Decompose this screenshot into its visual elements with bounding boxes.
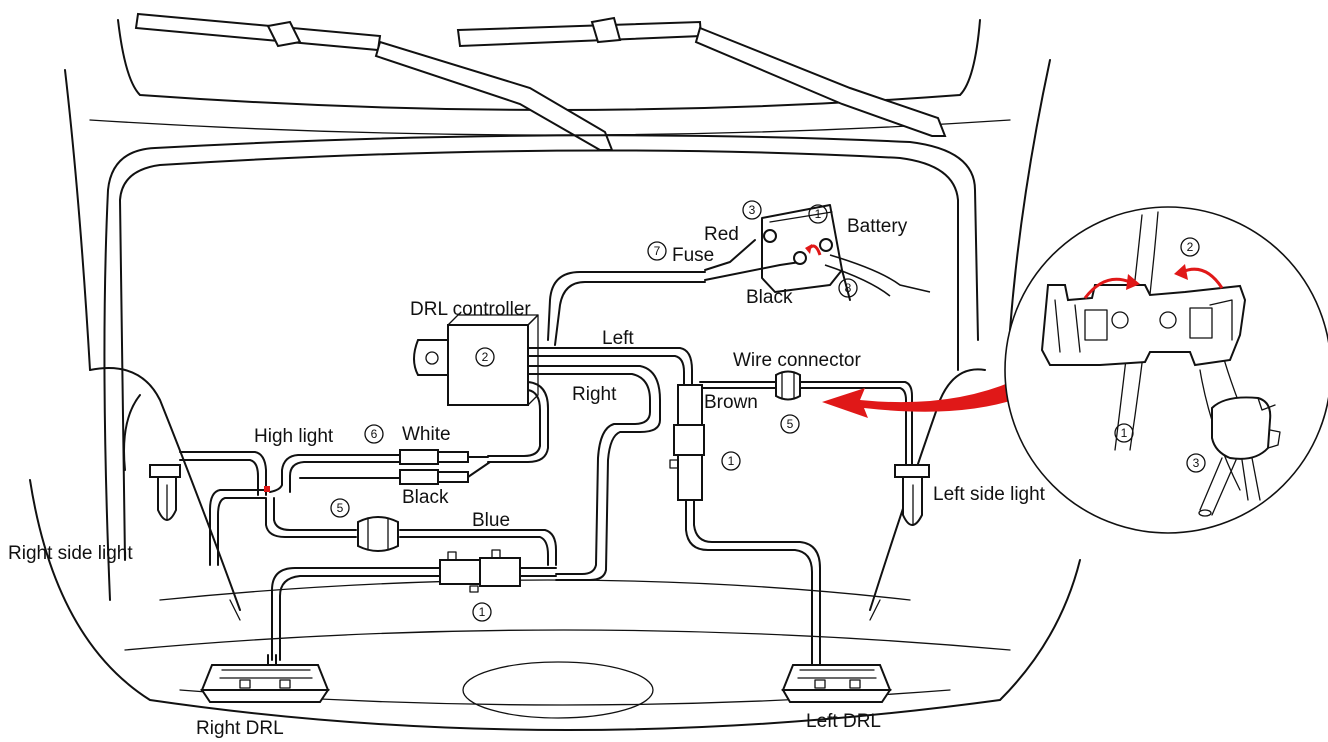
callout-bottom-1: 1 [479, 605, 486, 619]
harness [179, 239, 931, 666]
hood [103, 134, 979, 601]
wire-connector-brown [775, 370, 801, 401]
callout-controller-2: 2 [482, 350, 489, 364]
label-high-light: High light [254, 426, 334, 447]
label-black-battery: Black [746, 287, 793, 308]
wiper-right [134, 12, 614, 151]
battery [761, 204, 851, 301]
right-drl-lamp [200, 654, 330, 703]
label-blue: Blue [472, 510, 510, 531]
callout-battery-8: 8 [845, 281, 852, 295]
label-drl-controller: DRL controller [410, 299, 531, 320]
label-fuse: Fuse [672, 245, 714, 266]
label-black-wire: Black [402, 487, 449, 508]
label-left-drl: Left DRL [806, 711, 881, 732]
wiper-left [456, 16, 947, 137]
callout-inset-2: 2 [1187, 240, 1194, 254]
label-right-side-light: Right side light [8, 543, 133, 564]
label-right-wire: Right [572, 384, 617, 405]
callout-connector-5: 5 [787, 417, 794, 431]
label-white: White [402, 424, 451, 445]
label-wire-connector: Wire connector [733, 350, 861, 371]
callout-battery-3: 3 [749, 203, 756, 217]
left-drl-lamp [781, 654, 892, 703]
plug-left [669, 384, 705, 501]
callout-circles [330, 200, 1206, 622]
label-brown: Brown [704, 392, 758, 413]
label-left-wire: Left [602, 328, 634, 349]
callout-inset-3: 3 [1193, 456, 1200, 470]
right-side-light-lamp [149, 464, 181, 521]
callout-inset-1: 1 [1121, 426, 1128, 440]
callout-battery-1: 1 [815, 207, 822, 221]
label-red: Red [704, 224, 739, 245]
callout-left-1: 1 [728, 454, 735, 468]
wire-connector-blue [357, 516, 399, 552]
label-left-side-light: Left side light [933, 484, 1046, 505]
plug-high-light [399, 449, 491, 485]
callout-blue-5: 5 [337, 501, 344, 515]
callout-high-light-6: 6 [371, 427, 378, 441]
plug-bottom [439, 549, 521, 593]
inset-detail [1004, 206, 1328, 534]
label-right-drl: Right DRL [196, 718, 284, 739]
callout-fuse-7: 7 [654, 244, 661, 258]
label-battery: Battery [847, 216, 908, 237]
left-side-light-lamp [894, 464, 930, 526]
red-pointer-arrow [822, 373, 1032, 418]
